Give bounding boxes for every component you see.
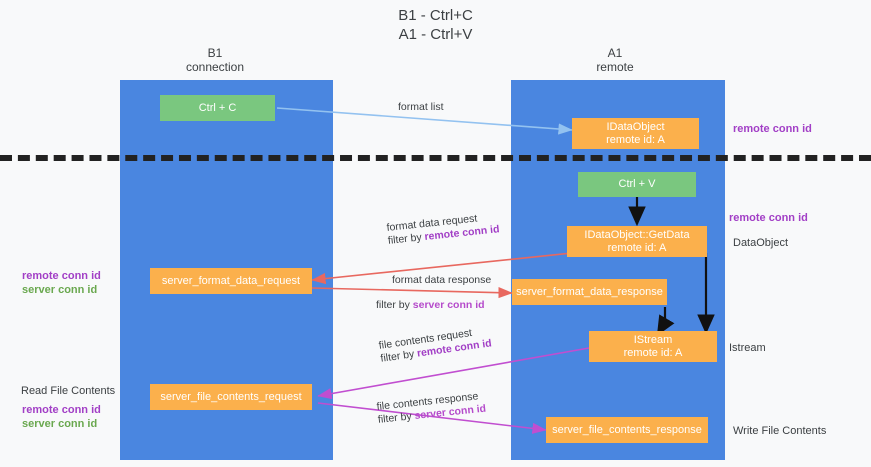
title-line-2: A1 - Ctrl+V xyxy=(398,26,473,43)
annotation-left-conn-ids-bottom: remote conn id server conn id xyxy=(22,403,117,431)
box-idataobject-line1: IDataObject xyxy=(606,120,665,133)
box-ctrl-c[interactable]: Ctrl + C xyxy=(160,95,275,121)
annotation-remote-conn-id-mid: remote conn id xyxy=(729,211,808,225)
annotation-left-server-conn-id-mid: server conn id xyxy=(22,284,98,296)
annotation-istream-text: Istream xyxy=(729,342,766,354)
box-istream-line1: IStream xyxy=(633,333,673,346)
column-header-b1: B1 connection xyxy=(140,46,290,74)
box-idataobject-getdata-line2: remote id: A xyxy=(607,241,667,254)
box-idataobject[interactable]: IDataObject remote id: A xyxy=(572,118,699,149)
diagram-title: B1 - Ctrl+C A1 - Ctrl+V xyxy=(0,6,871,44)
column-header-a1-role: remote xyxy=(596,60,634,74)
label-format-data-response-filter-key: server conn id xyxy=(412,299,485,311)
box-server-format-data-response[interactable]: server_format_data_response xyxy=(512,279,667,305)
label-format-list: format list xyxy=(398,101,444,113)
label-format-data-response-line1: format data response xyxy=(392,274,492,286)
box-server-format-data-response-label: server_format_data_response xyxy=(516,285,663,298)
label-format-data-response: format data response xyxy=(392,274,491,287)
box-server-file-contents-response-label: server_file_contents_response xyxy=(552,423,702,436)
arrow-format-data-response xyxy=(311,287,513,299)
annotation-remote-conn-id-top: remote conn id xyxy=(733,122,812,136)
box-idataobject-line2: remote id: A xyxy=(606,133,665,146)
box-server-file-contents-request[interactable]: server_file_contents_request xyxy=(150,384,312,410)
box-istream[interactable]: IStream remote id: A xyxy=(589,331,717,362)
annotation-remote-conn-id-mid-text: remote conn id xyxy=(729,212,808,224)
column-header-b1-role: connection xyxy=(185,60,245,74)
box-server-format-data-request-label: server_format_data_request xyxy=(161,274,301,287)
box-ctrl-c-label: Ctrl + C xyxy=(198,101,237,114)
annotation-left-server-conn-id-bottom: server conn id xyxy=(22,418,98,430)
annotation-write-file-contents: Write File Contents xyxy=(733,424,826,438)
title-line-1: B1 - Ctrl+C xyxy=(398,7,473,24)
annotation-left-conn-ids-mid: remote conn id server conn id xyxy=(22,269,117,297)
label-file-contents-response: file contents response filter by server … xyxy=(376,390,487,427)
label-format-data-response-filter-prefix: filter by xyxy=(376,299,413,311)
column-header-a1: A1 remote xyxy=(540,46,690,74)
label-format-data-request-filter-prefix: filter by xyxy=(387,231,426,247)
box-idataobject-getdata[interactable]: IDataObject::GetData remote id: A xyxy=(567,226,707,257)
box-server-file-contents-request-label: server_file_contents_request xyxy=(160,390,302,403)
box-idataobject-getdata-line1: IDataObject::GetData xyxy=(584,228,690,241)
annotation-read-file-contents: Read File Contents xyxy=(21,384,115,398)
column-header-a1-name: A1 xyxy=(607,46,623,60)
label-file-contents-response-filter-prefix: filter by xyxy=(377,410,416,426)
box-istream-line2: remote id: A xyxy=(623,346,683,359)
annotation-write-file-contents-text: Write File Contents xyxy=(733,425,827,437)
phase-separator xyxy=(0,155,871,161)
box-ctrl-v-label: Ctrl + V xyxy=(618,178,656,190)
label-format-data-response-filter: filter by server conn id xyxy=(376,299,485,312)
box-server-format-data-request[interactable]: server_format_data_request xyxy=(150,268,312,294)
annotation-dataobject: DataObject xyxy=(733,236,788,250)
label-format-data-request: format data request filter by remote con… xyxy=(386,210,500,248)
box-server-file-contents-response[interactable]: server_file_contents_response xyxy=(546,417,708,443)
annotation-istream: Istream xyxy=(729,341,766,355)
column-header-b1-name: B1 xyxy=(207,46,223,60)
annotation-remote-conn-id-top-text: remote conn id xyxy=(733,123,812,135)
annotation-dataobject-text: DataObject xyxy=(733,237,789,249)
label-file-contents-request: file contents request filter by remote c… xyxy=(378,324,493,365)
annotation-read-file-contents-text: Read File Contents xyxy=(21,385,116,397)
annotation-left-remote-conn-id-bottom: remote conn id xyxy=(22,404,101,416)
box-ctrl-v[interactable]: Ctrl + V xyxy=(578,172,696,197)
annotation-left-remote-conn-id-mid: remote conn id xyxy=(22,270,101,282)
